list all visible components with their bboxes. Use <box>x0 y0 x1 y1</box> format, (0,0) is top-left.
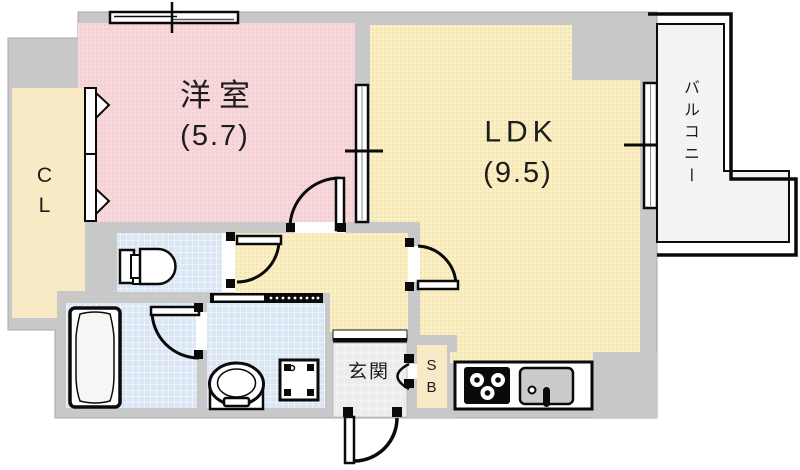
bathroom-door <box>149 303 203 360</box>
washroom-sliding-door <box>210 293 323 303</box>
shoe-box-label: SB <box>423 357 440 401</box>
balcony-label: バルコニー <box>681 79 698 189</box>
closet-floor <box>12 88 85 318</box>
wash-basin-icon <box>208 361 265 411</box>
western-room-area: (5.7) <box>180 120 250 153</box>
western-room-label: 洋室 <box>180 77 258 113</box>
entrance-door <box>343 407 402 465</box>
washing-machine-pan-icon <box>278 358 320 402</box>
closet-label: CL <box>33 164 56 224</box>
room-divider-window <box>345 83 383 224</box>
ldk-kitchen-strip <box>450 352 593 363</box>
bathtub-icon <box>68 306 122 409</box>
room-western-floor-upper <box>78 23 355 88</box>
balcony <box>648 12 798 257</box>
opening-hall-ldk-door <box>408 246 420 282</box>
ldk-top-right-pillar <box>572 25 640 80</box>
entrance-step-edge <box>333 338 407 343</box>
entrance-label: 玄関 <box>347 361 391 383</box>
wall-hall-top-right <box>345 222 420 233</box>
shoe-box-door <box>396 354 414 391</box>
toilet-door <box>226 232 283 288</box>
ldk-area: (9.5) <box>483 157 553 190</box>
room-western-floor <box>97 88 355 222</box>
wall-hall-top-left <box>97 222 295 233</box>
wall-bottom-right-block <box>593 352 657 418</box>
shoe-box <box>417 345 447 408</box>
opening-shoebox-door <box>407 364 418 379</box>
ldk-label: LDK <box>484 115 558 149</box>
opening-toilet-door <box>222 233 235 292</box>
gas-stove-icon <box>464 367 510 404</box>
entrance-floor <box>332 342 408 418</box>
hall-ldk-door <box>405 238 460 291</box>
western-room-door <box>286 176 346 232</box>
hallway-floor-lower <box>330 293 408 332</box>
top-sliding-window <box>108 2 240 33</box>
opening-bath-door <box>196 312 207 350</box>
balcony-outer-rail <box>648 12 798 257</box>
kitchen-counter <box>453 360 594 411</box>
opening-western-door <box>295 222 345 233</box>
kitchen-sink-icon <box>518 366 575 407</box>
closet-folding-doors <box>84 87 111 222</box>
toilet-icon <box>118 247 177 286</box>
